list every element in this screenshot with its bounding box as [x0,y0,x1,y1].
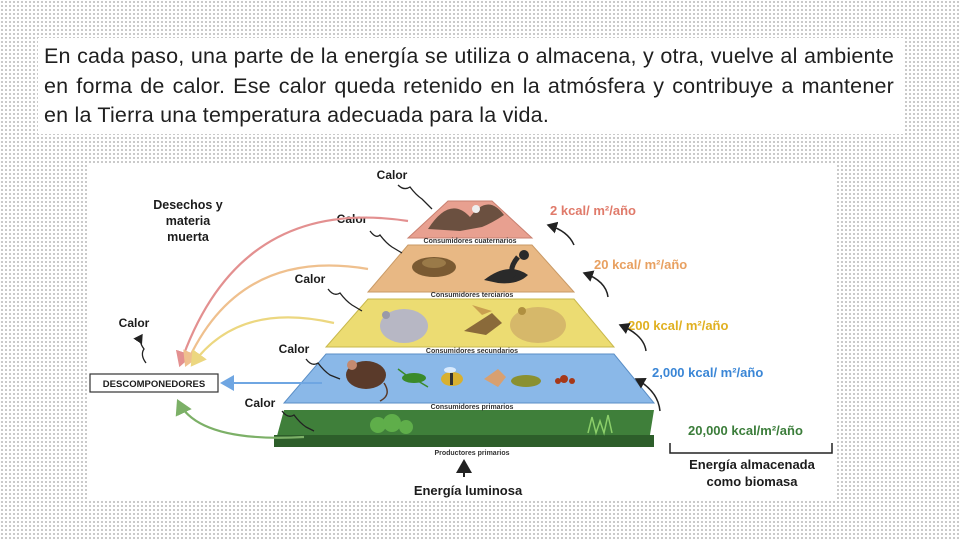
heat-squiggle [370,231,402,253]
producers-ground [274,435,654,447]
energy-pyramid-diagram: Consumidores cuaternarios Consumidores t… [88,165,836,501]
heat-label: Calor [245,396,276,410]
frog-icon [510,307,566,343]
level-label: Consumidores primarios [431,404,514,411]
level-label: Consumidores secundarios [426,348,518,355]
heat-squiggle [328,289,362,311]
heat-squiggle [140,335,146,363]
energy-arrow [548,225,574,245]
intro-paragraph: En cada paso, una parte de la energía se… [44,42,894,131]
level-tertiary [368,245,574,292]
waste-label: Desechos y [153,198,223,212]
biomass-label: como biomasa [706,474,798,489]
rodent-icon [380,309,428,343]
level-secondary [326,299,614,347]
waste-arrow-secondary [192,317,334,365]
waste-label: muerta [167,230,210,244]
heat-label: Calor [295,272,326,286]
energy-value: 20,000 kcal/m²/año [688,423,803,438]
level-label: Productores primarios [434,450,509,457]
snake-icon [412,257,456,277]
energy-value: 200 kcal/ m²/año [628,318,728,333]
luminous-energy-label: Energía luminosa [414,483,523,498]
energy-value: 20 kcal/ m²/año [594,257,687,272]
energy-pyramid-figure: Consumidores cuaternarios Consumidores t… [88,165,836,501]
energy-value: 2 kcal/ m²/año [550,203,636,218]
biomass-bracket [670,443,832,453]
biomass-label: Energía almacenada [689,457,815,472]
heat-label: Calor [377,168,408,182]
waste-arrow-tertiary [186,266,368,365]
heat-label: Calor [279,342,310,356]
energy-value: 2,000 kcal/ m²/año [652,365,763,380]
caterpillar-icon [511,375,541,387]
level-label: Consumidores terciarios [431,292,514,299]
heat-label: Calor [119,316,150,330]
text-panel: En cada paso, una parte de la energía se… [38,38,904,134]
decomposers-label: DESCOMPONEDORES [103,379,205,390]
heat-squiggle [398,185,432,209]
waste-label: materia [166,214,212,228]
level-label: Consumidores cuaternarios [424,238,517,245]
energy-arrow [584,273,608,297]
